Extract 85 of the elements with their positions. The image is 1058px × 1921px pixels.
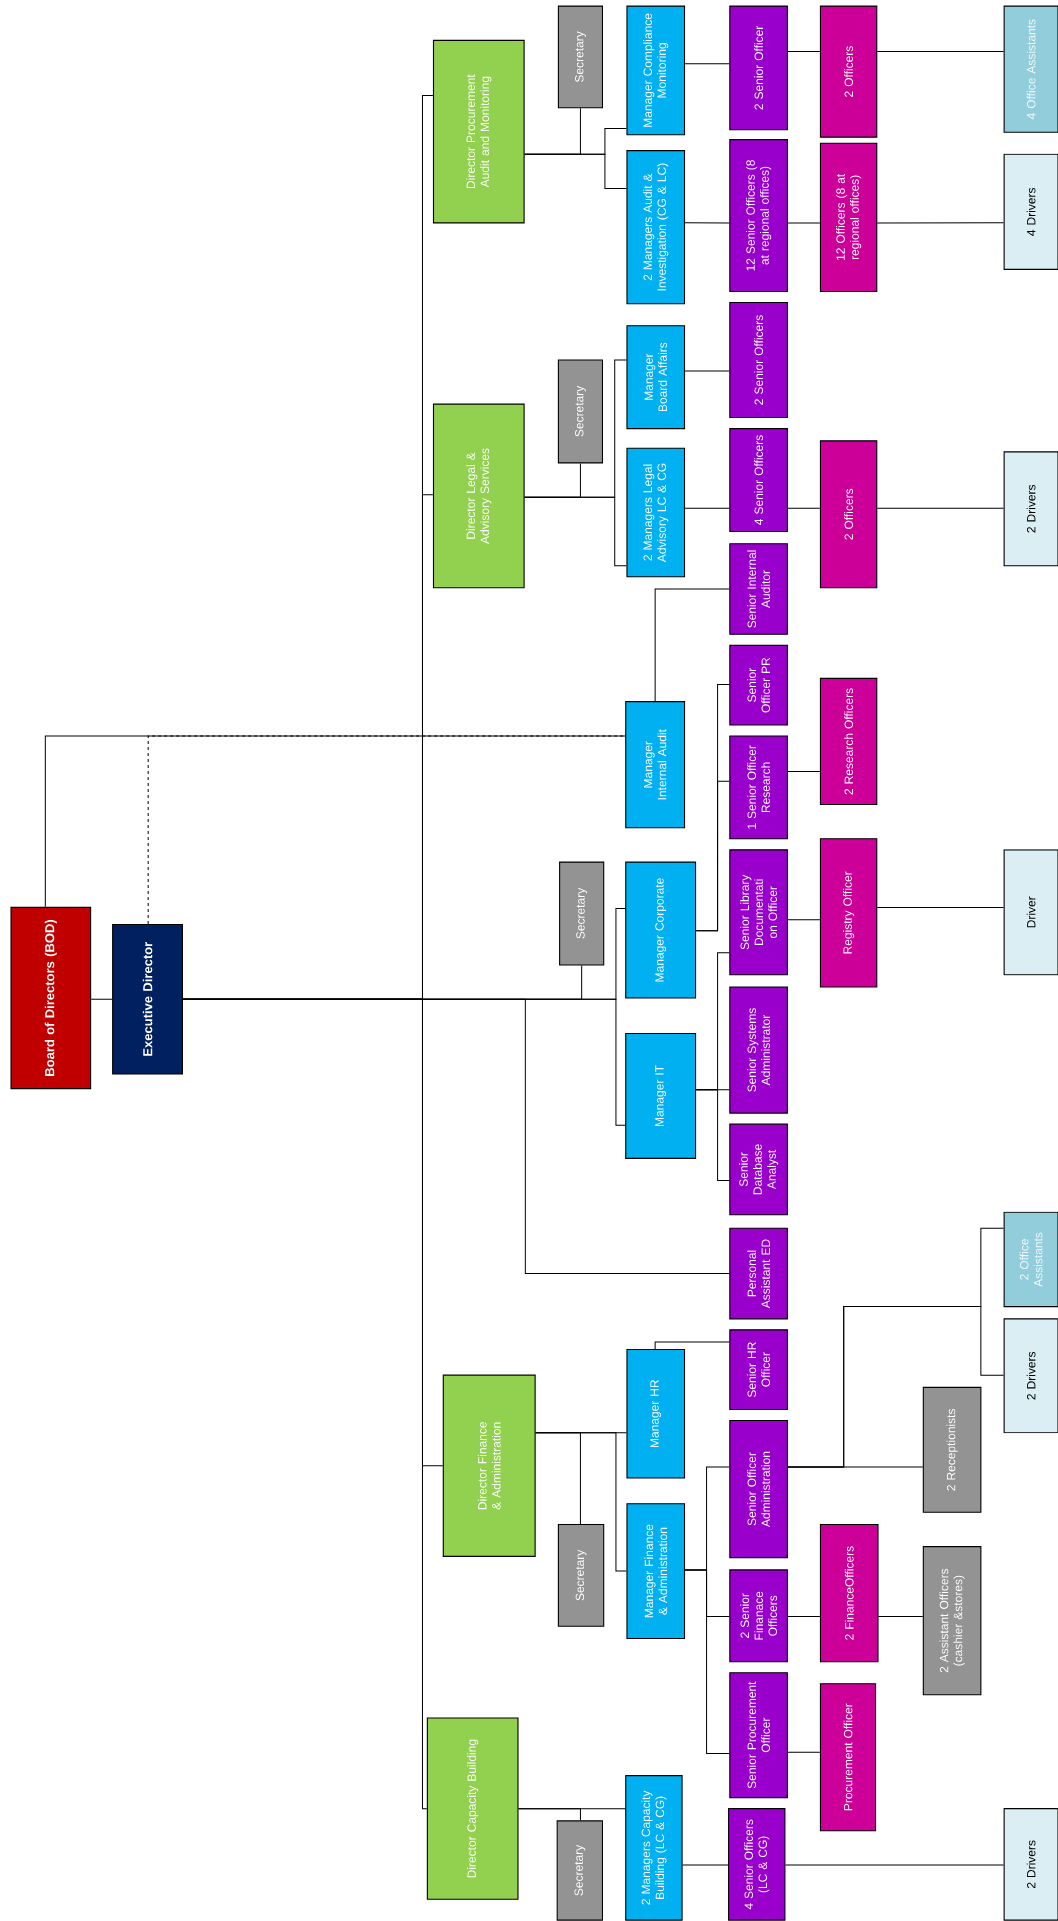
org-chart-box: Manager Internal Audit [625,701,686,829]
org-chart-box: Senior Systems Administrator [729,986,788,1114]
connector-line [695,780,730,932]
connector-line [787,1615,821,1617]
connector-line [787,507,821,509]
connector-line [518,1808,626,1810]
org-chart-box: Senior Database Analyst [729,1123,788,1216]
connector-line [684,1569,730,1755]
connector-line [684,222,730,224]
connector-line [684,63,730,65]
connector-line [524,496,627,567]
connector-line [654,1341,730,1350]
org-chart-box: 4 Senior Officers (LC & CG) [728,1808,786,1921]
org-chart-box: 2 Officers [819,5,878,138]
org-chart-box: 2 Receptionists [922,1386,982,1513]
connector-line [876,507,1005,509]
org-chart-box: 4 Senior Officers [729,428,788,532]
connector-line [524,153,627,190]
org-chart-box: 4 Office Assistants [1003,5,1058,133]
org-chart-box: 12 Senior Officers (8 at regional offices) [729,139,788,292]
connector-line [182,998,730,1275]
org-chart-box: Senior Officer PR [729,644,788,726]
connector-line [684,507,730,509]
org-chart-box: Manager Compliance Monitoring [626,5,686,136]
connector-line [876,222,1005,224]
org-chart-box: 2 Managers Audit & Investigation (CG & LC) [626,150,686,305]
org-chart-box: 2 FinanceOfficers [819,1524,879,1663]
org-chart-box: Manager Corporate [625,861,697,999]
connector-line [654,588,730,702]
org-chart-box: Manager Finance & Administration [626,1503,686,1639]
connector-line [876,906,1005,908]
org-chart-box: Secretary [557,359,604,464]
connector-line [787,770,821,772]
connector-line [878,1615,924,1617]
connector-line [695,1089,730,1181]
org-chart-box: 4 Drivers [1003,153,1058,270]
connector-line [684,370,730,372]
org-chart-box: Director Finance & Administration [442,1374,536,1557]
org-chart-box: 2 Office Assistants [1003,1211,1058,1308]
org-chart-box: 2 Officers [819,440,878,589]
org-chart-box: Senior Officer Administration [729,1419,788,1559]
connector-line [535,1432,627,1572]
connector-line [44,735,626,908]
connector-line [682,1864,729,1866]
org-chart-box: Secretary [556,1820,604,1921]
connector-line [787,50,821,52]
org-chart-box: Director Capacity Building [426,1717,519,1900]
org-chart-box: 2 Assistant Officers (cashier &stores) [922,1546,982,1696]
org-chart-box: 2 Senior Finanace Officers [729,1569,788,1663]
org-chart-box: Senior Internal Auditor [729,543,788,635]
org-chart-box: Driver [1003,849,1058,976]
connector-line [147,735,626,925]
org-chart-box: Board of Directors (BOD) [10,906,92,1090]
org-chart-box: Procurement Officer [819,1683,877,1832]
org-chart-box: 2 Senior Officer [729,5,788,131]
connector-line [90,998,113,1000]
org-chart-box: 2 Managers Legal Advisory LC & CG [626,447,686,578]
org-chart-box: Secretary [559,861,605,966]
org-chart-box: 2 Drivers [1003,451,1058,567]
org-chart-box: 2 Drivers [1003,1808,1058,1921]
org-chart-box: 1 Senior Officer Research [729,735,788,840]
org-chart-box: Senior Procurement Officer [729,1672,788,1799]
org-chart-box: 2 Drivers [1003,1318,1058,1434]
org-chart-box: 2 Senior Officers [729,301,788,419]
org-chart-box: Senior HR Officer [729,1329,788,1410]
org-chart-box: Manager IT [625,1032,697,1159]
org-chart-box: Secretary [557,1524,605,1627]
connector-line [876,50,1005,52]
org-chart-box: Senior Library Documentati on Officer [729,849,788,976]
org-chart-box: Director Legal & Advisory Services [432,403,525,589]
org-chart-box: Director Procurement Audit and Monitoring [432,39,525,224]
org-chart-box: Manager HR [626,1348,686,1479]
org-chart-box: 2 Managers Capacity Building (LC & CG) [625,1775,683,1921]
connector-line [785,1864,1005,1866]
org-chart-box: Executive Director [112,924,183,1075]
org-chart-box: Registry Officer [819,838,878,988]
connector-line [787,1751,821,1753]
org-chart-box: Secretary [557,5,604,109]
org-chart-box: 12 Officers (8 at regional offices) [819,142,878,292]
org-chart-box: Personal Assistant ED [729,1227,788,1320]
org-chart-box: Manager Board Affairs [626,325,686,430]
connector-line [787,919,821,921]
connector-line [787,1306,1005,1468]
connector-line [787,222,821,224]
org-chart-box: 2 Research Officers [819,677,878,806]
